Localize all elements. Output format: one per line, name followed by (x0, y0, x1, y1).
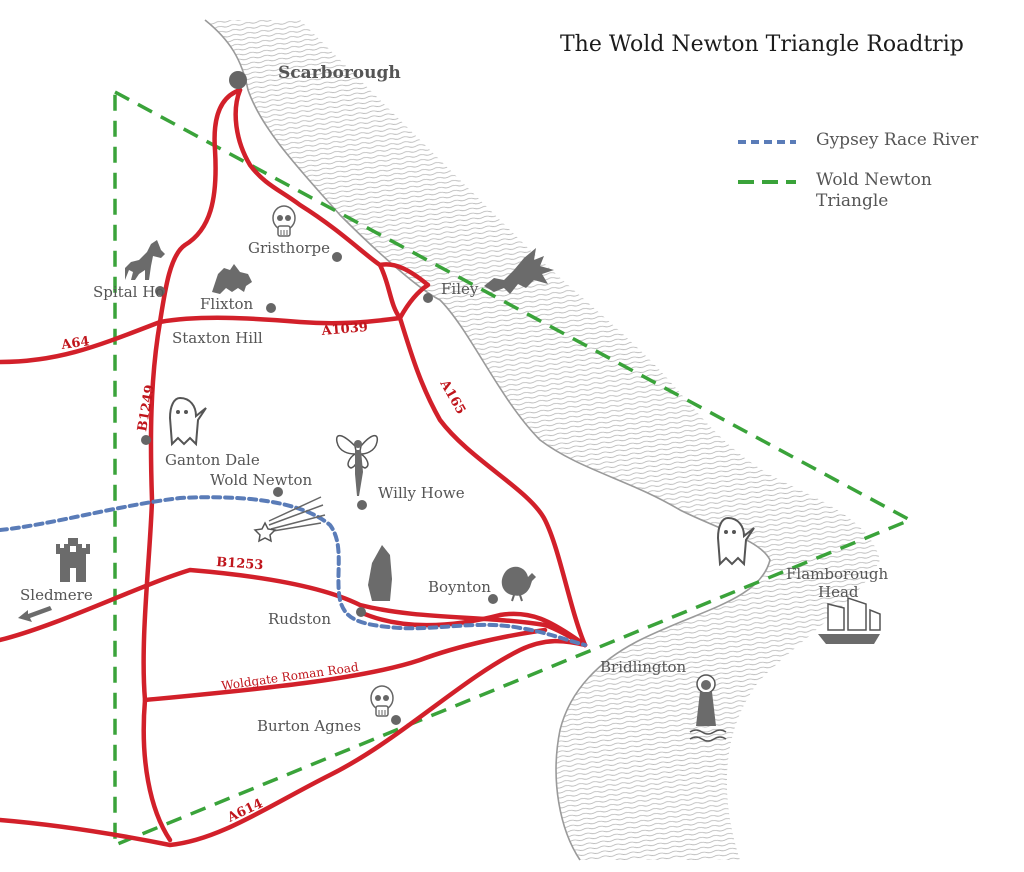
dot-scarborough (229, 71, 247, 89)
label-wold-newton: Wold Newton (210, 471, 312, 489)
dot-rudston (356, 607, 366, 617)
label-sledmere: Sledmere (20, 586, 93, 604)
label-bridlington: Bridlington (600, 658, 687, 676)
gypsey-race-river (0, 495, 587, 647)
road-woldgate (142, 627, 548, 703)
road-b1253 (0, 567, 588, 648)
road-a1039 (157, 315, 403, 326)
label-road-b1253: B1253 (216, 555, 264, 573)
legend-river-swatch (738, 140, 796, 144)
ghost-icon (168, 396, 207, 447)
turkey-icon (501, 566, 536, 602)
saint-icon (689, 674, 727, 742)
label-road-a165: A165 (436, 377, 468, 418)
road-network (0, 87, 588, 848)
castle-icon (56, 538, 90, 582)
dot-gristhorpe (332, 252, 342, 262)
legend-triangle-label: Wold Newton Triangle (816, 170, 932, 211)
road-rudston-bridlington (357, 609, 588, 648)
road-b1249 (141, 319, 173, 843)
label-scarborough: Scarborough (278, 63, 401, 83)
icons (18, 205, 881, 742)
label-staxton-hill: Staxton Hill (172, 329, 263, 347)
wolf-icon (125, 240, 165, 280)
label-willy-howe: Willy Howe (378, 484, 465, 502)
place-labels: Scarborough Gristhorpe Spital Ho Flixton… (20, 63, 888, 735)
label-road-a64: A64 (59, 334, 90, 353)
road-scarborough-spital (157, 87, 243, 325)
dot-willy-howe (357, 500, 367, 510)
dot-filey (423, 293, 433, 303)
label-ganton-dale: Ganton Dale (165, 451, 260, 469)
shooting-star-icon (253, 496, 326, 543)
ghost-icon (716, 516, 755, 567)
label-road-b1249: B1249 (135, 384, 158, 433)
arrow-icon (18, 606, 52, 622)
standing-stone-icon (368, 545, 392, 601)
road-labels: A64 A1039 B1249 A165 B1253 Woldgate Roma… (59, 320, 468, 826)
wold-newton-triangle (113, 89, 915, 848)
legend-river-label: Gypsey Race River (816, 130, 979, 150)
label-flamborough-head: Head (818, 583, 859, 601)
skull-icon (370, 685, 394, 717)
road-scarborough-inner (233, 87, 383, 268)
dot-burton-agnes (391, 715, 401, 725)
label-road-a1039: A1039 (320, 320, 368, 339)
skull-icon (272, 205, 296, 237)
label-gristhorpe: Gristhorpe (248, 239, 330, 257)
label-flixton: Flixton (200, 295, 254, 313)
dot-spital-ho (155, 286, 165, 296)
map-title: The Wold Newton Triangle Roadtrip (560, 32, 964, 57)
dragon-icon (484, 248, 554, 294)
road-a64 (0, 319, 163, 365)
dot-boynton (488, 594, 498, 604)
fairy-icon (335, 434, 379, 496)
location-dots (141, 71, 498, 725)
label-filey: Filey (441, 280, 479, 298)
legend-triangle-swatch (738, 180, 796, 184)
road-filey-loop (377, 262, 431, 321)
label-road-woldgate: Woldgate Roman Road (220, 660, 359, 693)
road-a165 (397, 315, 588, 648)
road-a614 (0, 638, 588, 848)
dot-flixton (266, 303, 276, 313)
ship-icon (818, 596, 881, 644)
label-burton-agnes: Burton Agnes (257, 717, 361, 735)
label-flamborough: Flamborough (786, 565, 888, 583)
dot-wold-newton (273, 487, 283, 497)
dot-ganton-dale (141, 435, 151, 445)
label-rudston: Rudston (268, 610, 331, 628)
label-spital-ho: Spital Ho (93, 283, 164, 301)
label-boynton: Boynton (428, 578, 491, 596)
beast-icon (212, 264, 252, 294)
